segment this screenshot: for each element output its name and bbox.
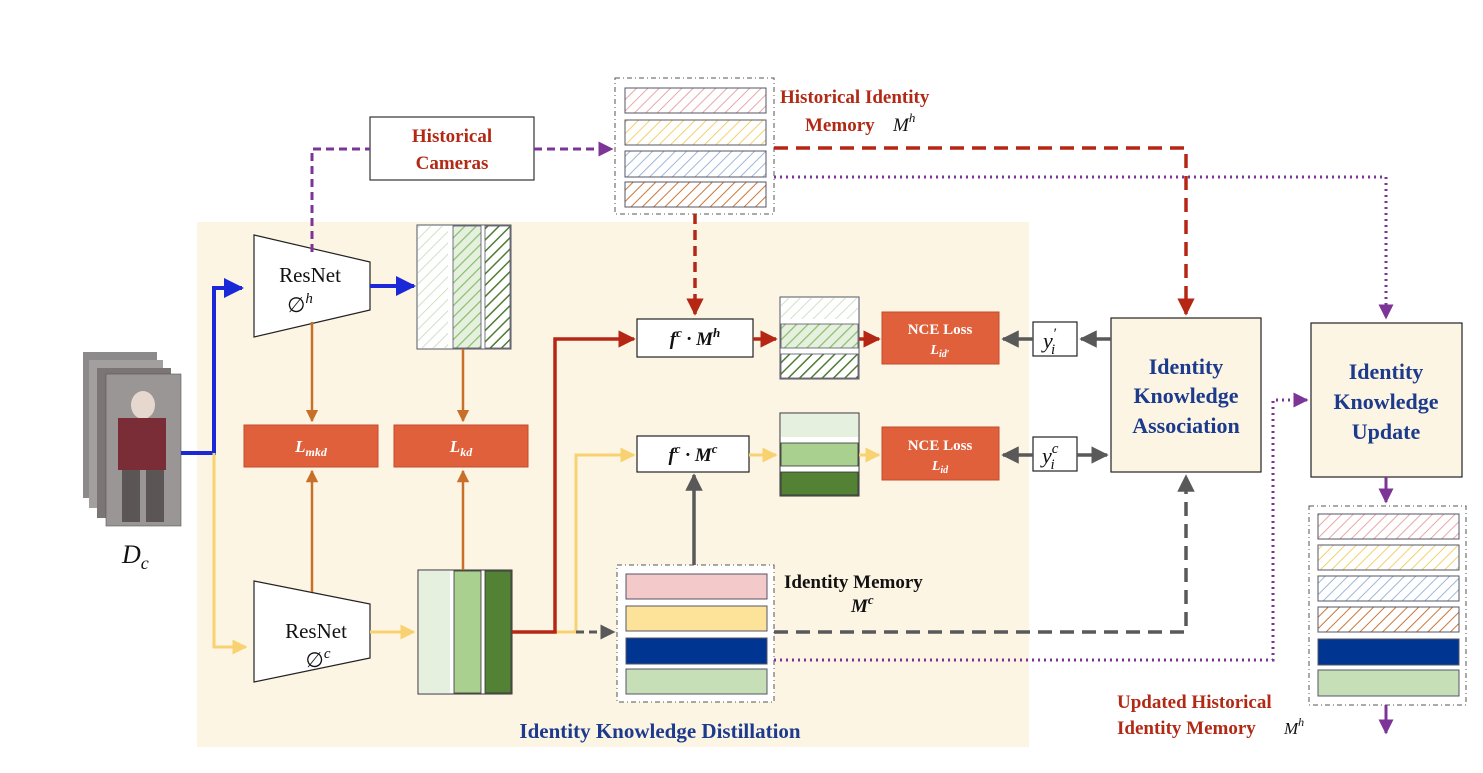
identity-memory-title: Identity Memory bbox=[784, 572, 923, 593]
resnet-h-block bbox=[253, 234, 371, 338]
loss-mkd-box bbox=[243, 424, 379, 468]
resnet-c-block bbox=[253, 580, 371, 683]
updated-slot-pink bbox=[1317, 513, 1460, 540]
updated-slot-green bbox=[1317, 669, 1460, 697]
update-line3: Update bbox=[1352, 419, 1421, 444]
update-box bbox=[1310, 322, 1463, 478]
association-line3: Association bbox=[1132, 413, 1240, 438]
nce-loss-top-title: NCE Loss bbox=[908, 322, 973, 338]
identity-slot-yellow bbox=[625, 605, 768, 632]
resnet-h-param: ∅h bbox=[287, 291, 313, 317]
loss-kd-box bbox=[393, 424, 529, 468]
resnet-c-label: ResNet bbox=[285, 619, 347, 643]
historical-memory-title-line2: Memory bbox=[805, 115, 875, 136]
input-images bbox=[83, 352, 182, 527]
pseudo-label-top-box bbox=[1032, 321, 1078, 357]
updated-memory-symbol: Mh bbox=[1283, 715, 1304, 738]
loss-mkd-label: Lmkd bbox=[294, 437, 328, 459]
resnet-h-label: ResNet bbox=[279, 263, 341, 287]
historical-cameras-line1: Historical bbox=[412, 126, 492, 147]
historical-memory-symbol: Mh bbox=[892, 110, 915, 136]
memory-slot-pink bbox=[624, 87, 767, 114]
association-line2: Knowledge bbox=[1133, 383, 1238, 408]
distillation-title: Identity Knowledge Distillation bbox=[519, 719, 801, 743]
fc-mc-label: fc · Mc bbox=[668, 441, 717, 466]
nce-loss-bottom-symbol: Lid bbox=[931, 459, 949, 476]
historical-identity-memory bbox=[614, 77, 775, 215]
memory-slot-yellow bbox=[624, 119, 767, 146]
updated-slot-yellow bbox=[1317, 544, 1460, 571]
resnet-c-param: ∅c bbox=[306, 646, 331, 672]
updated-memory-title-line1: Updated Historical bbox=[1117, 692, 1272, 713]
arrow-input-to-resnet-c bbox=[212, 453, 248, 655]
nce-loss-top-box bbox=[881, 311, 1000, 365]
nce-loss-top-symbol: Lid′ bbox=[929, 343, 949, 360]
fc-mh-label: fc · Mh bbox=[670, 325, 721, 350]
arrow-identity-memory-to-update bbox=[774, 392, 1309, 662]
feature-map-h bbox=[416, 224, 512, 350]
updated-memory-title-line2: Identity Memory bbox=[1117, 718, 1256, 739]
updated-slot-navy bbox=[1317, 638, 1460, 666]
identity-slot-navy bbox=[625, 637, 768, 665]
historical-cameras-box bbox=[369, 116, 535, 181]
nce-loss-bottom-title: NCE Loss bbox=[908, 438, 973, 454]
fc-mc-box bbox=[636, 435, 750, 473]
feature-map-c bbox=[417, 569, 513, 695]
nce-loss-bottom-box bbox=[881, 426, 1000, 481]
similarity-stack-c bbox=[779, 412, 860, 497]
arrow-features-to-fc-mh bbox=[512, 330, 636, 634]
identity-slot-pink bbox=[625, 573, 768, 600]
update-line2: Knowledge bbox=[1333, 389, 1438, 414]
identity-slot-green bbox=[625, 668, 768, 695]
pseudo-label-top: y′i bbox=[1041, 326, 1057, 358]
arrow-identity-memory-to-association bbox=[774, 474, 1195, 634]
memory-slot-brown bbox=[624, 181, 767, 208]
historical-memory-title-line1: Historical Identity bbox=[780, 87, 930, 108]
similarity-stack-h bbox=[779, 296, 860, 380]
arrow-historical-memory-to-update bbox=[774, 175, 1394, 320]
updated-slot-blue bbox=[1317, 575, 1460, 602]
association-line1: Identity bbox=[1149, 354, 1224, 379]
dataset-label: Dc bbox=[121, 540, 149, 573]
updated-slot-brown bbox=[1317, 606, 1460, 633]
updated-historical-memory bbox=[1308, 505, 1467, 706]
identity-memory-symbol: Mc bbox=[850, 592, 874, 617]
arrow-input-to-resnet-h bbox=[181, 278, 244, 455]
loss-kd-label: Lkd bbox=[449, 437, 473, 459]
arrow-historical-memory-to-association bbox=[774, 146, 1195, 316]
association-box bbox=[1110, 317, 1262, 473]
memory-slot-blue bbox=[624, 150, 767, 178]
update-line1: Identity bbox=[1349, 359, 1424, 384]
identity-memory bbox=[616, 564, 775, 703]
historical-cameras-line2: Cameras bbox=[416, 153, 489, 174]
